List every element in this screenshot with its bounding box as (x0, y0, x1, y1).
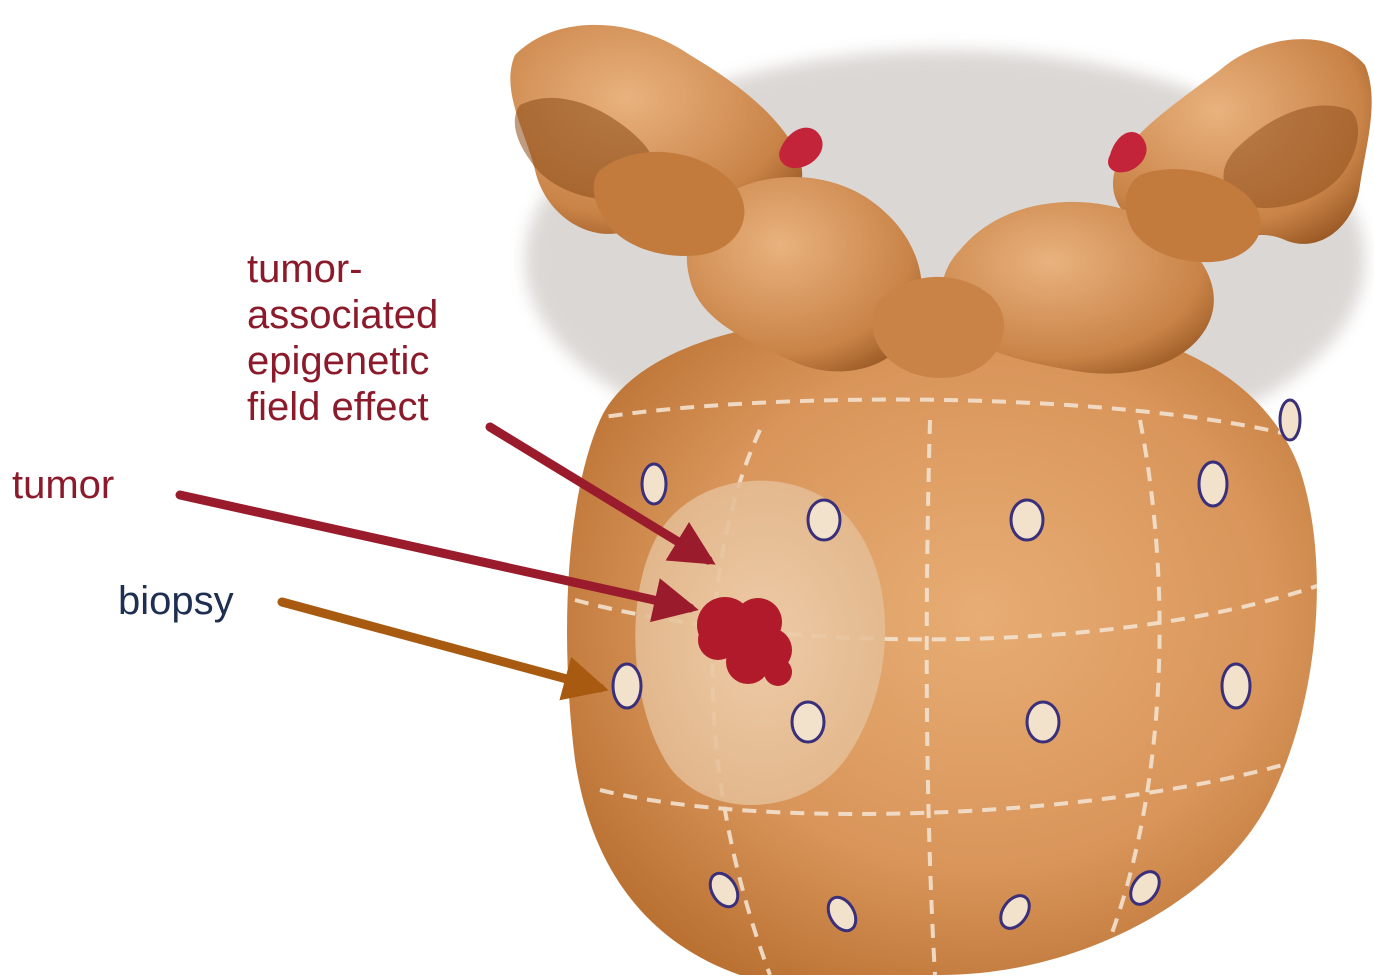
field-effect-label-line-3: epigenetic (247, 338, 438, 384)
biopsy-label: biopsy (118, 578, 234, 624)
biopsy-core-circle (1011, 500, 1043, 540)
biopsy-core-circle (1027, 702, 1059, 742)
field-effect-label-line-4: field effect (247, 384, 438, 430)
biopsy-core-circle (1222, 664, 1250, 708)
biopsy-core-circle (613, 664, 641, 708)
biopsy-core-circle (642, 464, 666, 504)
biopsy-arrow (282, 602, 600, 688)
tumor-label: tumor (12, 462, 114, 508)
field-effect-label: tumor- associated epigenetic field effec… (247, 246, 438, 430)
biopsy-core-circle (808, 500, 840, 540)
field-effect-label-line-1: tumor- (247, 246, 438, 292)
field-effect-label-line-2: associated (247, 292, 438, 338)
biopsy-core-circle (1280, 400, 1300, 440)
biopsy-core-circle (1199, 462, 1227, 506)
biopsy-core-circle (792, 702, 824, 742)
